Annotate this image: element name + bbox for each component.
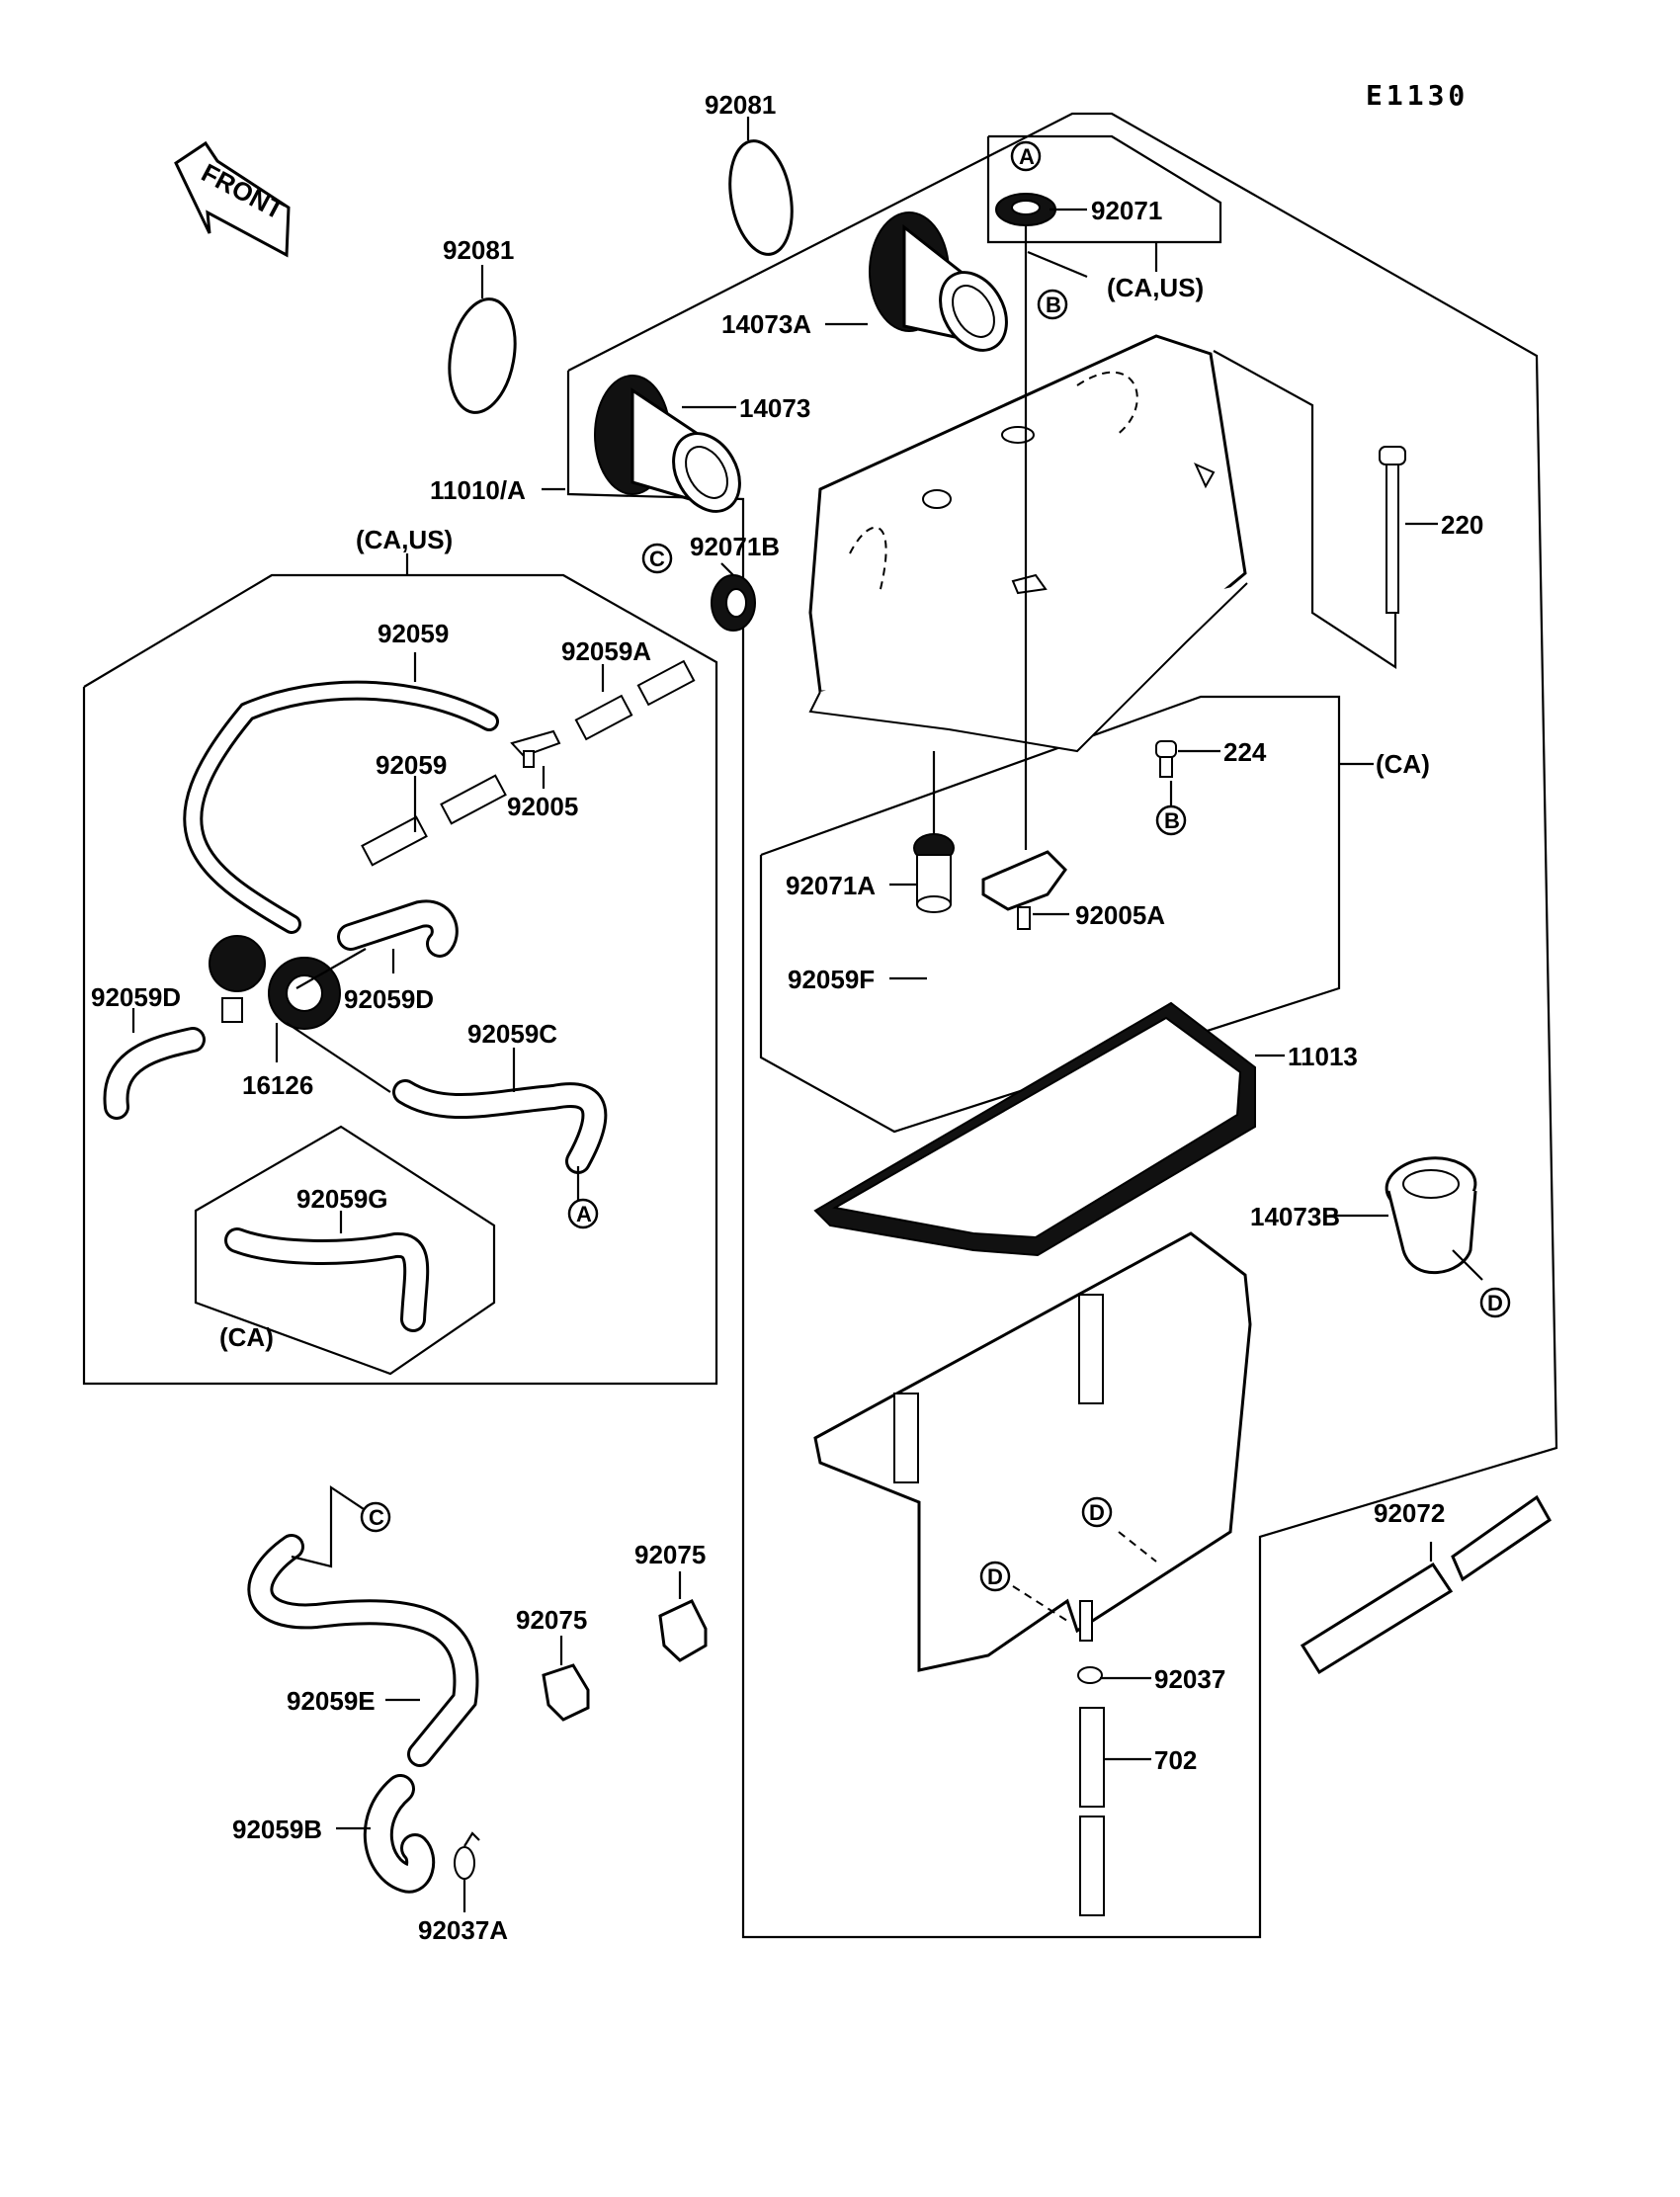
label-92059d-right: 92059D bbox=[344, 984, 434, 1014]
label-92059-curved: 92059 bbox=[378, 619, 449, 648]
bolt-220 bbox=[1379, 446, 1406, 614]
cap-92075-right bbox=[658, 1599, 708, 1662]
label-92081-left: 92081 bbox=[443, 235, 514, 265]
o-ring-92081-top bbox=[728, 139, 794, 256]
svg-text:C: C bbox=[649, 547, 665, 571]
ref-circle-d-case-1: D bbox=[1081, 1496, 1113, 1528]
air-filter-element-11013 bbox=[813, 1001, 1256, 1257]
label-702: 702 bbox=[1154, 1745, 1197, 1775]
fitting-92005a bbox=[981, 850, 1067, 930]
drain-tube-702 bbox=[1079, 1707, 1105, 1916]
strip-92072 bbox=[1300, 1494, 1552, 1675]
hose-92059-short bbox=[361, 774, 507, 867]
svg-text:B: B bbox=[1046, 293, 1061, 317]
svg-text:B: B bbox=[1164, 808, 1180, 833]
label-14073b: 14073B bbox=[1250, 1202, 1340, 1231]
label-11010a: 11010/A bbox=[430, 475, 526, 505]
diagram-code: E1130 bbox=[1366, 79, 1469, 112]
screw-224 bbox=[1155, 740, 1177, 778]
clamp-92037a bbox=[454, 1831, 480, 1880]
label-92071b: 92071B bbox=[690, 532, 780, 561]
ref-circle-d-right: D bbox=[1479, 1287, 1511, 1318]
lower-case bbox=[813, 1231, 1252, 1672]
duct-14073a bbox=[869, 211, 1008, 352]
cap-92075-left bbox=[542, 1663, 590, 1722]
label-92059g: 92059G bbox=[296, 1184, 388, 1214]
label-14073a: 14073A bbox=[721, 309, 811, 339]
ca-us-top-bracket: (CA,US) bbox=[986, 134, 1222, 302]
boot-14073b bbox=[1385, 1156, 1477, 1275]
label-220: 220 bbox=[1441, 510, 1483, 540]
label-92071a: 92071A bbox=[786, 871, 876, 900]
leader-lines bbox=[131, 117, 1483, 1912]
valve-16126 bbox=[209, 935, 341, 1030]
label-92059b: 92059B bbox=[232, 1815, 322, 1844]
label-92075-right: 92075 bbox=[634, 1540, 706, 1569]
label-11013: 11013 bbox=[1288, 1042, 1358, 1071]
label-92005: 92005 bbox=[507, 792, 578, 821]
ca-right-note: (CA) bbox=[1376, 749, 1430, 779]
ca-right-bracket: (CA) bbox=[759, 695, 1430, 1134]
label-92071: 92071 bbox=[1091, 196, 1162, 225]
label-92059d-left: 92059D bbox=[91, 982, 181, 1012]
ref-circle-c-top: C bbox=[641, 543, 673, 574]
svg-text:D: D bbox=[1089, 1500, 1105, 1525]
ref-circle-b-right: B bbox=[1155, 804, 1187, 836]
grommet-92071 bbox=[995, 193, 1056, 226]
label-92037: 92037 bbox=[1154, 1664, 1225, 1694]
label-92059a: 92059A bbox=[561, 636, 651, 666]
label-92059c: 92059C bbox=[467, 1019, 557, 1049]
label-16126: 16126 bbox=[242, 1070, 313, 1100]
ca-inner-note: (CA) bbox=[219, 1322, 274, 1352]
ref-circle-a-left: A bbox=[567, 1198, 599, 1229]
bolt-220-bracket bbox=[1213, 350, 1397, 670]
label-224: 224 bbox=[1223, 737, 1267, 767]
upper-case-11010 bbox=[808, 334, 1248, 753]
label-92005a: 92005A bbox=[1075, 900, 1165, 930]
label-92075-left: 92075 bbox=[516, 1605, 587, 1635]
front-arrow-icon: FRONT bbox=[174, 140, 291, 258]
label-92081-top: 92081 bbox=[705, 90, 776, 120]
svg-text:A: A bbox=[576, 1202, 592, 1226]
ca-us-left-region: (CA,US) bbox=[82, 525, 718, 1386]
svg-text:A: A bbox=[1019, 144, 1035, 169]
duct-14073 bbox=[594, 375, 741, 513]
ref-circle-b-top: B bbox=[1037, 289, 1068, 320]
grommet-92071b bbox=[711, 574, 756, 632]
label-14073: 14073 bbox=[739, 393, 810, 423]
label-92072: 92072 bbox=[1374, 1498, 1445, 1528]
o-ring-92081-left bbox=[448, 297, 517, 414]
ref-circle-a-top: A bbox=[1010, 140, 1042, 172]
svg-text:D: D bbox=[987, 1564, 1003, 1589]
ca-us-top-note: (CA,US) bbox=[1107, 273, 1204, 302]
svg-text:D: D bbox=[1487, 1291, 1503, 1315]
grommet-92071a bbox=[913, 833, 955, 913]
hose-92059a bbox=[574, 659, 696, 741]
ca-us-left-note: (CA,US) bbox=[356, 525, 453, 554]
label-92059-short: 92059 bbox=[376, 750, 447, 780]
label-92059f: 92059F bbox=[788, 965, 875, 994]
clamp-92037 bbox=[1077, 1666, 1103, 1684]
fitting-92005 bbox=[510, 729, 561, 768]
label-92037a: 92037A bbox=[418, 1915, 508, 1945]
label-92059e: 92059E bbox=[287, 1686, 376, 1716]
ref-circle-d-case-2: D bbox=[979, 1561, 1011, 1592]
ca-inner-region: (CA) bbox=[194, 1125, 496, 1376]
ref-circle-c-bottom: C bbox=[360, 1501, 391, 1533]
svg-text:C: C bbox=[369, 1505, 384, 1530]
